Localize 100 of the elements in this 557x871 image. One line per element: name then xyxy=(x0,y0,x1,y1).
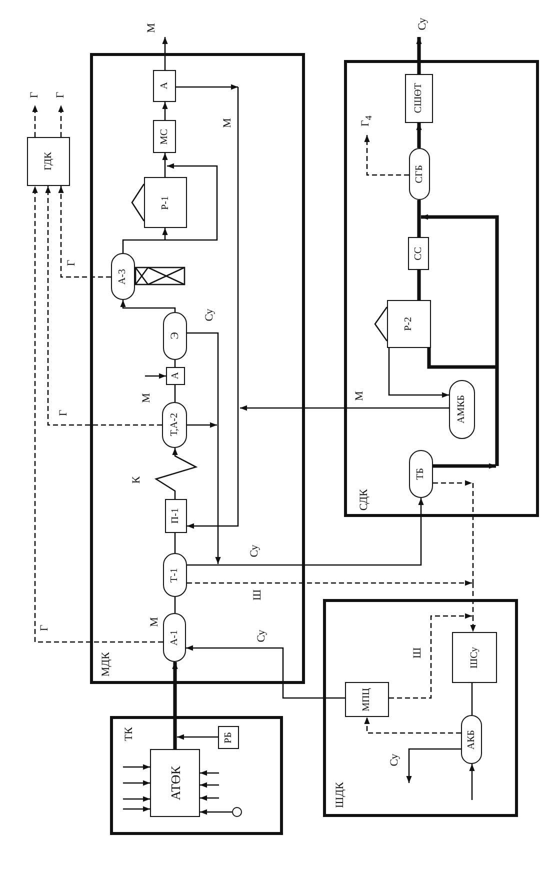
arrow xyxy=(165,163,218,241)
dashed-arrow xyxy=(470,616,476,632)
line xyxy=(495,367,499,466)
process-box xyxy=(165,499,187,533)
equipment-label: РБ xyxy=(224,732,234,744)
equipment-label: Т,А-2 xyxy=(170,413,180,437)
dashed-arrow xyxy=(433,480,472,486)
section-label: ТК xyxy=(124,727,135,742)
arrow xyxy=(154,448,198,499)
process-box xyxy=(27,137,70,186)
equipment-label: ТБ xyxy=(416,468,426,480)
arrow xyxy=(123,780,150,786)
dashed-arrow xyxy=(389,613,472,699)
arrow xyxy=(145,373,166,379)
arrow xyxy=(123,806,150,812)
vessel-shape xyxy=(409,148,430,200)
reactor-box xyxy=(144,177,187,228)
equipment-label: АКБ xyxy=(466,730,476,750)
line xyxy=(417,200,421,217)
process-box xyxy=(153,70,176,102)
arrow xyxy=(215,425,221,564)
equipment-label: СШӨТ xyxy=(414,83,424,114)
process-box xyxy=(345,682,389,717)
arrow xyxy=(120,300,176,312)
arrow xyxy=(416,123,422,148)
equipment-label: А xyxy=(160,82,170,90)
process-box xyxy=(153,120,176,153)
equipment-label: Т-1 xyxy=(170,568,180,582)
equipment-label: Э xyxy=(170,332,180,340)
arrow xyxy=(176,84,238,90)
dashed-arrow xyxy=(32,105,38,137)
process-box xyxy=(452,632,497,683)
dashed-arrow xyxy=(364,135,409,176)
process-box xyxy=(150,749,200,817)
line xyxy=(417,270,421,300)
process-box xyxy=(166,367,185,385)
equipment-label: П-1 xyxy=(171,508,181,524)
equipment-label: МС xyxy=(160,128,170,144)
arrow xyxy=(200,770,219,776)
arrow xyxy=(388,348,449,398)
dashed-line xyxy=(472,483,474,583)
edge-label: Г xyxy=(66,260,78,266)
vessel-shape xyxy=(163,553,187,597)
process-box xyxy=(405,74,433,123)
edge-label: Су xyxy=(256,630,268,642)
vessel-shape xyxy=(111,253,135,300)
dashed-arrow xyxy=(58,186,111,278)
edge-label: М xyxy=(222,118,234,128)
line xyxy=(187,332,219,425)
line xyxy=(174,533,176,553)
edge-label: Су xyxy=(204,308,216,322)
equipment-label: ШСу xyxy=(470,646,480,668)
line xyxy=(417,217,421,237)
dashed-arrow xyxy=(45,186,162,426)
edge-label: Ш xyxy=(252,589,264,601)
arrow xyxy=(177,734,218,740)
arrow xyxy=(123,796,150,802)
vessel-shape xyxy=(163,613,186,662)
edge-label: Г xyxy=(30,92,40,98)
equipment-label: Р-1 xyxy=(160,196,170,210)
equipment-label: А xyxy=(170,372,180,380)
arrow xyxy=(123,764,150,770)
edge-label: Ш xyxy=(412,647,424,659)
arrow xyxy=(162,102,168,120)
arrow xyxy=(406,748,461,783)
vessel-shape xyxy=(461,715,482,764)
section-frame xyxy=(323,599,518,817)
vessel-shape xyxy=(409,450,433,498)
process-box xyxy=(218,726,239,749)
equipment-label: Р-2 xyxy=(404,317,414,331)
arrow xyxy=(162,153,168,166)
dashed-arrow xyxy=(58,105,64,137)
line xyxy=(471,683,473,715)
arrow xyxy=(469,764,475,800)
arrow xyxy=(416,37,422,74)
equipment-label: МПЦ xyxy=(362,688,372,712)
edge-label: М xyxy=(146,23,158,33)
arrow xyxy=(187,422,217,428)
section-frame xyxy=(90,53,305,684)
line xyxy=(237,87,239,408)
section-label: МДК xyxy=(101,652,112,677)
arrow xyxy=(162,37,168,70)
arrow xyxy=(240,405,449,411)
section-label: СДК xyxy=(359,489,370,511)
arrow xyxy=(421,214,499,367)
flow-label: М xyxy=(142,393,152,403)
flow-label: К xyxy=(132,476,142,484)
arrow xyxy=(187,408,239,529)
vessel-shape xyxy=(163,312,187,360)
line xyxy=(174,385,176,402)
line xyxy=(174,597,176,613)
equipment-label: СГБ xyxy=(414,164,424,184)
equipment-label: А-1 xyxy=(170,630,180,646)
dashed-arrow xyxy=(364,717,461,734)
dashed-arrow xyxy=(187,580,472,586)
arrow xyxy=(200,782,219,788)
equipment-label: АТӨК xyxy=(168,766,182,800)
edge-label: Су xyxy=(390,754,400,766)
equipment-label: ГДК xyxy=(44,152,54,171)
vessel-shape xyxy=(449,380,475,439)
